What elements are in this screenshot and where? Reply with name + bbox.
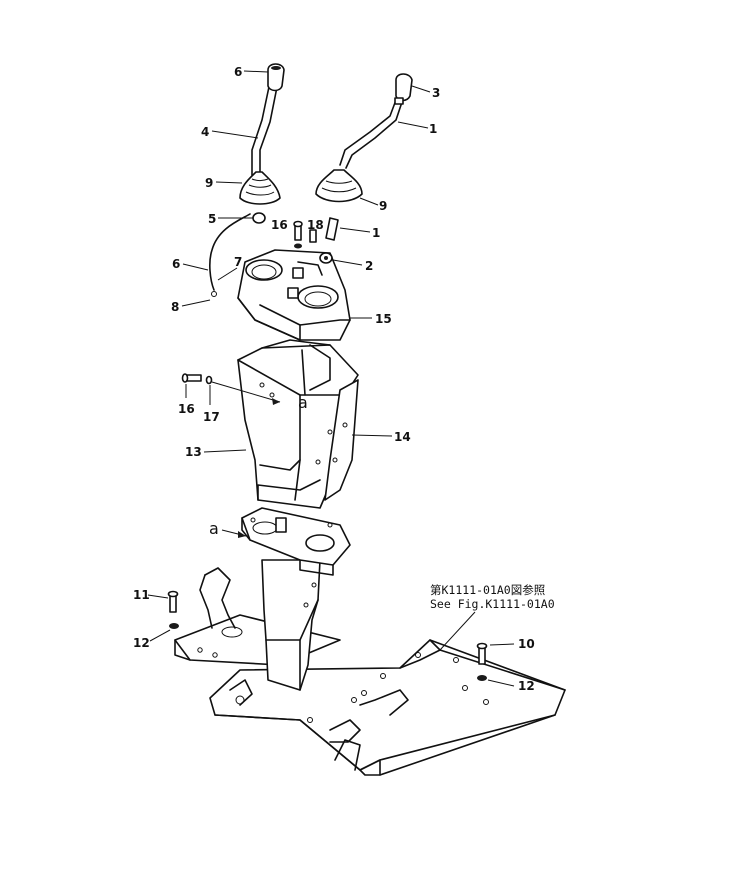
cover	[237, 249, 351, 341]
note-line-japanese: 第K1111-01A0図参照	[430, 583, 545, 597]
reference-arrows	[238, 398, 280, 538]
callout-a-upper: a	[298, 393, 308, 412]
callout-9-right: 9	[379, 199, 387, 213]
callout-3: 3	[432, 86, 440, 100]
figure-reference-note: 第K1111-01A0図参照 See Fig.K1111-01A0	[430, 583, 555, 611]
callout-12-right: 12	[518, 679, 535, 693]
callout-1-top: 1	[429, 122, 437, 136]
callout-5: 5	[208, 212, 216, 226]
left-lever	[209, 63, 285, 297]
side-panel	[324, 379, 359, 501]
callout-2: 2	[365, 259, 373, 273]
callout-15: 15	[375, 312, 392, 326]
note-line-english: See Fig.K1111-01A0	[430, 597, 555, 611]
leader-lines	[147, 70, 515, 687]
tower-body	[237, 339, 359, 509]
lower-column	[261, 559, 321, 691]
callout-16-top: 16	[271, 218, 288, 232]
callout-6-mid: 6	[172, 257, 180, 271]
callout-10: 10	[518, 637, 535, 651]
callout-11: 11	[133, 588, 150, 602]
small-hardware	[167, 220, 488, 681]
callout-9-left: 9	[205, 176, 213, 190]
callout-18: 18	[307, 218, 324, 232]
right-lever	[315, 73, 413, 264]
callout-1-mid: 1	[372, 226, 380, 240]
callout-4: 4	[201, 125, 209, 139]
callout-13: 13	[185, 445, 202, 459]
callout-14: 14	[394, 430, 411, 444]
callout-17: 17	[203, 410, 220, 424]
callout-labels: 6 3 1 4 9 9 5 16 18 1 2 6 7 8 15 16 17 a…	[133, 65, 535, 693]
callout-a-lower: a	[209, 519, 219, 538]
callout-8: 8	[171, 300, 179, 314]
lower-flange	[241, 507, 351, 576]
callout-16-left: 16	[178, 402, 195, 416]
callout-6-top: 6	[234, 65, 242, 79]
callout-7: 7	[234, 255, 242, 269]
callout-12-left: 12	[133, 636, 150, 650]
